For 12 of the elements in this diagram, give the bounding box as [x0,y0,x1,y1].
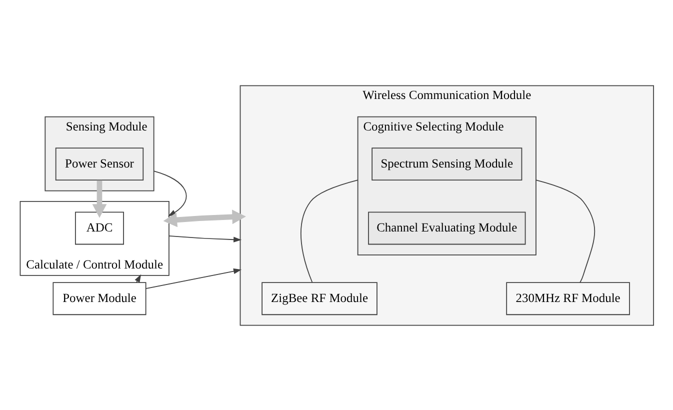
arrow [146,268,242,288]
node-box: ADC [75,211,124,244]
arrow [92,180,107,218]
connector [536,179,596,282]
node-box: ZigBee RF Module [262,282,378,315]
node-box: Power Module [52,282,146,315]
node-box: Spectrum Sensing Module [372,147,522,180]
node-box: Power Sensor [55,147,144,180]
node-box: Channel Evaluating Module [368,211,526,244]
connector [300,179,358,282]
node-box: 230MHz RF Module [506,282,630,315]
arrow [168,234,242,242]
